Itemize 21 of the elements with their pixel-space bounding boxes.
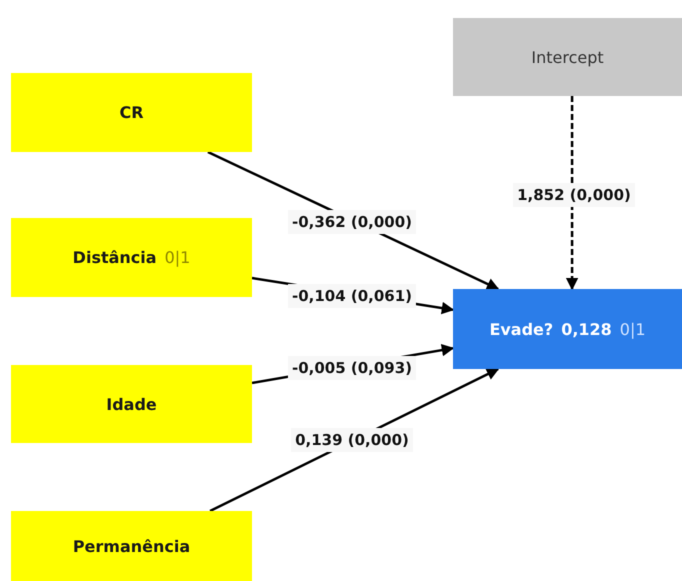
edge-label: -0,104 (0,061) [288,284,416,308]
scale-label: 0|1 [164,248,190,267]
edge-label: -0,362 (0,000) [288,210,416,234]
outcome-box [453,289,682,369]
edge-label: 0,139 (0,000) [291,428,413,452]
edge-label: 1,852 (0,000) [513,183,635,207]
variable-box [11,511,252,581]
node-label: Distância [72,248,157,267]
node-label: Evade? [489,320,554,338]
variable-box [11,73,252,152]
edge-label: -0,005 (0,093) [288,356,416,380]
variable-box [11,365,252,443]
scale-label: 0|1 [620,320,646,338]
node-label: Idade [106,394,157,414]
value-label: 0,128 [561,320,612,338]
intercept-box [453,18,682,96]
dashed-arrow [566,96,578,290]
node-label: Permanência [72,536,190,556]
variable-box [11,218,252,297]
node-label: CR [119,103,144,122]
node-label: Intercept [531,48,604,66]
